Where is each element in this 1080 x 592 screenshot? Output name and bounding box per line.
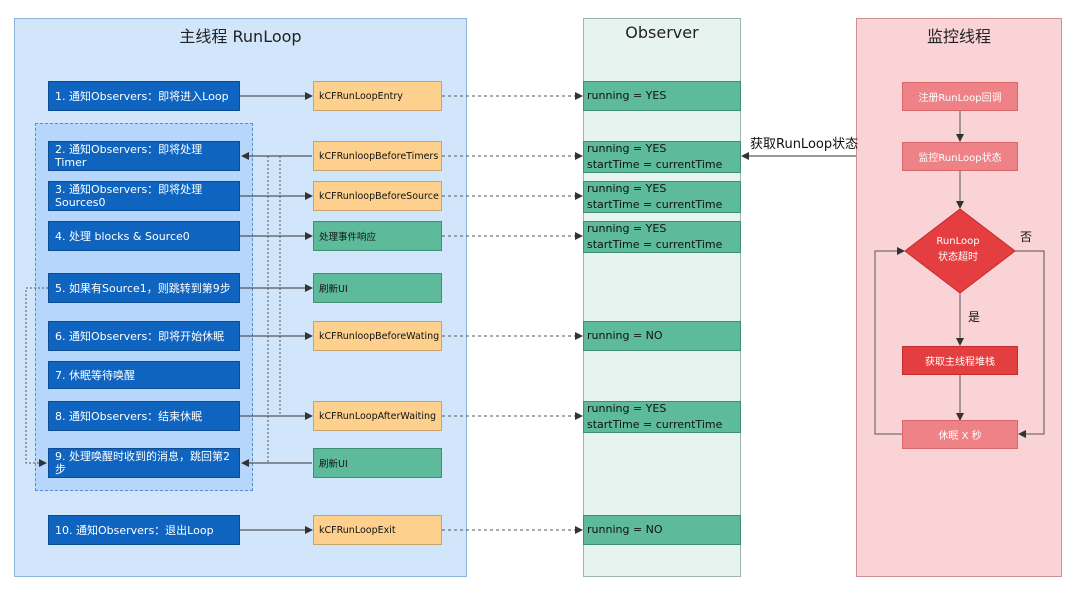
- loop-back-lines: [25, 156, 281, 467]
- observer-state-4: running = YES startTime = currentTime: [583, 221, 741, 253]
- activity-before-waiting: kCFRunloopBeforeWating: [313, 321, 442, 351]
- step-1: 1. 通知Observers：即将进入Loop: [48, 81, 240, 111]
- get-stack-box: 获取主线程堆栈: [902, 346, 1018, 375]
- observer-state-line: running = YES: [587, 402, 667, 415]
- step-7: 7. 休眠等待唤醒: [48, 361, 240, 389]
- monitor-panel: 监控线程: [856, 18, 1062, 577]
- step-10: 10. 通知Observers：退出Loop: [48, 515, 240, 545]
- observer-state-line: startTime = currentTime: [587, 238, 723, 251]
- observer-state-line: startTime = currentTime: [587, 198, 723, 211]
- step-2: 2. 通知Observers：即将处理Timer: [48, 141, 240, 171]
- observer-state-6: running = YES startTime = currentTime: [583, 401, 741, 433]
- observer-state-line: running = YES: [587, 182, 667, 195]
- observer-panel: Observer: [583, 18, 741, 577]
- no-label: 否: [1020, 230, 1033, 244]
- step-4: 4. 处理 blocks & Source0: [48, 221, 240, 251]
- observer-state-line: running = NO: [587, 329, 663, 342]
- observer-state-1: running = YES: [583, 81, 741, 111]
- timeout-decision-diamond: [904, 208, 1016, 294]
- observer-state-7: running = NO: [583, 515, 741, 545]
- step-9: 9. 处理唤醒时收到的消息，跳回第2步: [48, 448, 240, 478]
- activity-refresh-ui-1: 刷新UI: [313, 273, 442, 303]
- activity-before-timers: kCFRunloopBeforeTimers: [313, 141, 442, 171]
- observer-title: Observer: [625, 23, 699, 42]
- observer-state-line: startTime = currentTime: [587, 418, 723, 431]
- observer-state-line: running = NO: [587, 523, 663, 536]
- observer-state-2: running = YES startTime = currentTime: [583, 141, 741, 173]
- step-3: 3. 通知Observers：即将处理Sources0: [48, 181, 240, 211]
- activity-handle-events: 处理事件响应: [313, 221, 442, 251]
- decision-line-1: RunLoop: [936, 236, 980, 247]
- observer-state-3: running = YES startTime = currentTime: [583, 181, 741, 213]
- fetch-state-label: 获取RunLoop状态: [750, 137, 859, 152]
- activity-refresh-ui-2: 刷新UI: [313, 448, 442, 478]
- observer-state-line: running = YES: [587, 89, 667, 102]
- activity-before-source: kCFRunloopBeforeSource: [313, 181, 442, 211]
- observer-state-5: running = NO: [583, 321, 741, 351]
- monitor-flow-arrows: [874, 111, 1045, 438]
- activity-exit: kCFRunLoopExit: [313, 515, 442, 545]
- step-activity-arrows: [240, 92, 313, 534]
- step-6: 6. 通知Observers：即将开始休眠: [48, 321, 240, 351]
- decision-line-2: 状态超时: [938, 252, 978, 263]
- monitor-title: 监控线程: [926, 27, 991, 46]
- decision-label: RunLoop 状态超时: [912, 234, 1004, 266]
- step-8: 8. 通知Observers：结束休眠: [48, 401, 240, 431]
- register-callback-box: 注册RunLoop回调: [902, 82, 1018, 111]
- yes-label: 是: [968, 310, 981, 324]
- step-5: 5. 如果有Source1，则跳转到第9步: [48, 273, 240, 303]
- sleep-box: 休眠 X 秒: [902, 420, 1018, 449]
- observer-state-line: running = YES: [587, 222, 667, 235]
- main-thread-title: 主线程 RunLoop: [179, 27, 302, 46]
- observer-state-line: running = YES: [587, 142, 667, 155]
- activity-after-waiting: kCFRunLoopAfterWaiting: [313, 401, 442, 431]
- activity-observer-arrows: [442, 92, 583, 534]
- watch-runloop-box: 监控RunLoop状态: [902, 142, 1018, 171]
- activity-entry: kCFRunLoopEntry: [313, 81, 442, 111]
- observer-state-line: startTime = currentTime: [587, 158, 723, 171]
